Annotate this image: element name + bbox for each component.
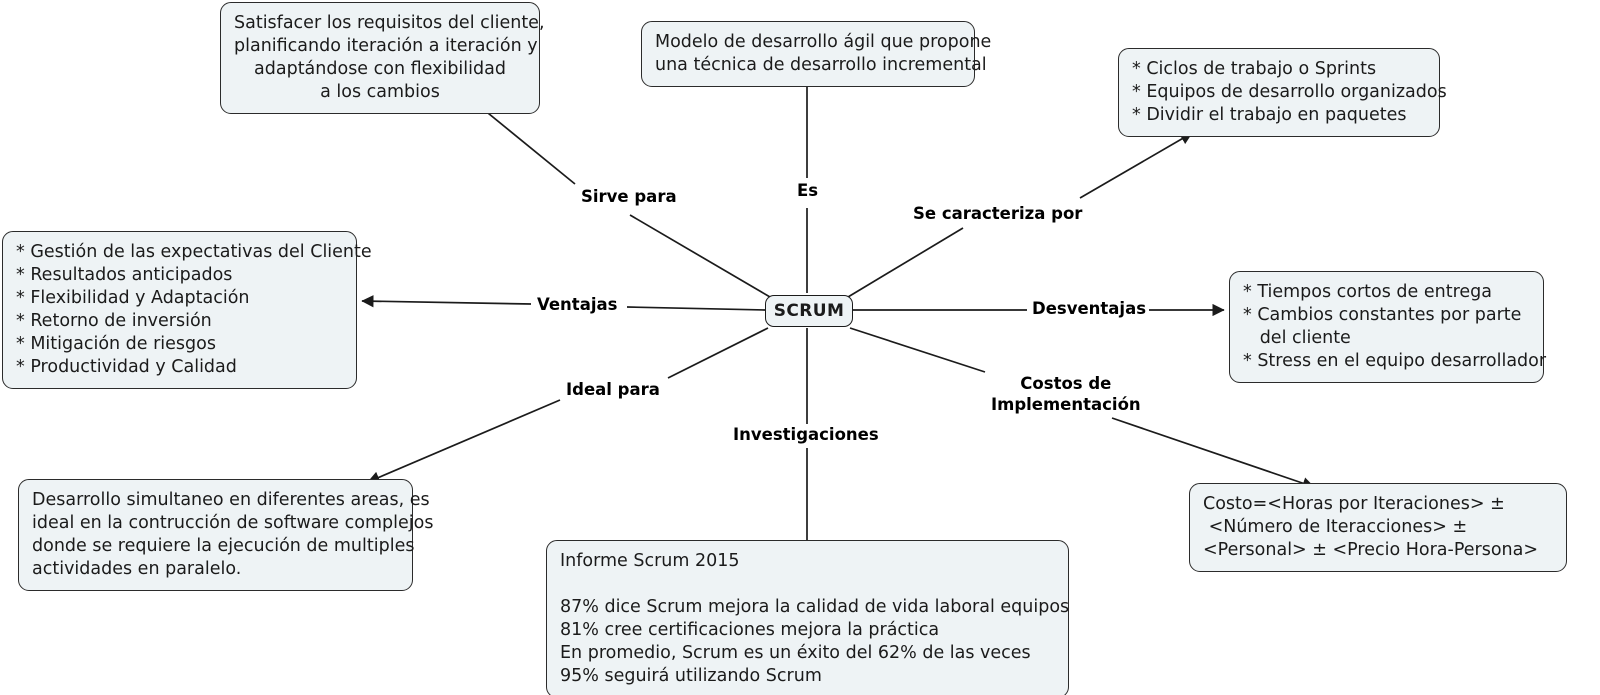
node-se-caracteriza-por[interactable]: * Ciclos de trabajo o Sprints * Equipos … <box>1118 48 1447 137</box>
edge-ventajas <box>626 306 766 311</box>
label-sirve-para: Sirve para <box>578 186 680 208</box>
edge-ideal-para-2 <box>367 399 561 484</box>
node-es[interactable]: Modelo de desarrollo ágil que propone un… <box>641 21 991 87</box>
label-investigaciones: Investigaciones <box>730 424 882 446</box>
label-es: Es <box>794 180 822 202</box>
node-sirve-para[interactable]: Satisfacer los requisitos del cliente, p… <box>220 2 545 114</box>
label-costos-implementacion: Costos de Implementación <box>988 373 1144 416</box>
edge-sirve-para <box>629 214 771 298</box>
edge-costos <box>849 327 986 373</box>
label-se-caracteriza-por: Se caracteriza por <box>910 203 1086 225</box>
node-costos-implementacion[interactable]: Costo=<Horas por Iteraciones> ± <Número … <box>1189 483 1567 572</box>
center-node-scrum[interactable]: SCRUM <box>765 295 853 327</box>
node-investigaciones[interactable]: Informe Scrum 2015 87% dice Scrum mejora… <box>546 540 1069 695</box>
node-ventajas[interactable]: * Gestión de las expectativas del Client… <box>2 231 372 389</box>
node-desventajas[interactable]: * Tiempos cortos de entrega * Cambios co… <box>1229 271 1546 383</box>
label-ventajas: Ventajas <box>534 294 621 316</box>
center-node-label: SCRUM <box>773 300 845 321</box>
edge-se-caracteriza-por-2 <box>1079 132 1193 199</box>
edge-ventajas-2 <box>361 295 532 308</box>
label-desventajas: Desventajas <box>1029 298 1150 320</box>
edge-costos-2 <box>1111 417 1315 490</box>
edge-se-caracteriza-por <box>847 227 964 298</box>
node-ideal-para[interactable]: Desarrollo simultaneo en diferentes area… <box>18 479 433 591</box>
edge-ideal-para <box>667 327 769 379</box>
label-ideal-para: Ideal para <box>563 379 663 401</box>
